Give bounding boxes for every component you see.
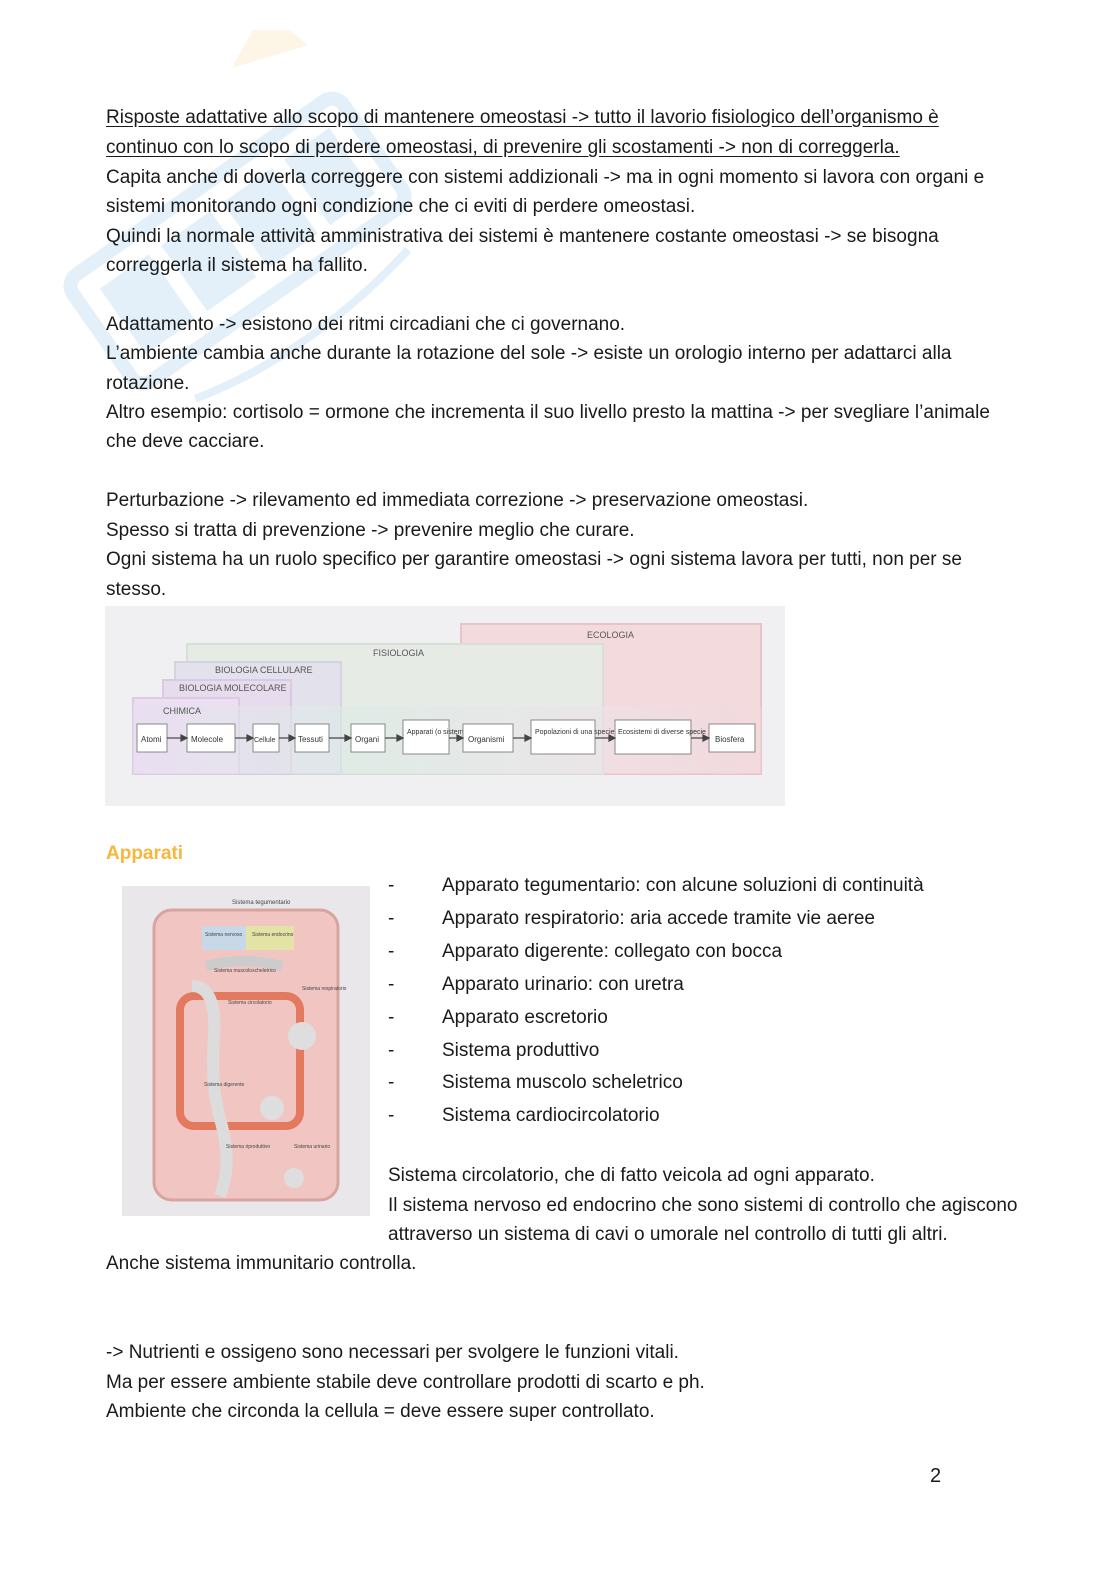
system-label: Sistema respiratorio — [302, 986, 347, 992]
list-dash: - — [388, 908, 395, 929]
level-label: ECOLOGIA — [587, 630, 634, 640]
list-dash: - — [388, 875, 395, 896]
node-label: Popolazioni di una specie — [535, 729, 614, 736]
list-dash: - — [388, 1040, 395, 1061]
level-label: BIOLOGIA CELLULARE — [215, 665, 313, 675]
list-item-text: Apparato digerente: collegato con bocca — [442, 941, 783, 962]
node-label: Apparati (o sistemi) — [407, 729, 467, 736]
paragraph-line: che deve cacciare. — [106, 431, 265, 452]
page-number: 2 — [930, 1465, 942, 1487]
system-label: Sistema endocrino — [252, 932, 294, 938]
node-label: Organismi — [468, 735, 505, 744]
node-label: Cellule — [254, 737, 276, 744]
paragraph-line: correggerla il sistema ha fallito. — [106, 255, 368, 276]
paragraph-line: Sistema circolatorio, che di fatto veico… — [388, 1165, 875, 1186]
list-item: - Apparato digerente: collegato con bocca — [388, 940, 782, 964]
paragraph-line: L’ambiente cambia anche durante la rotaz… — [106, 343, 952, 364]
list-dash: - — [388, 1105, 395, 1126]
section-heading: Apparati — [106, 843, 184, 864]
node-label: Tessuti — [298, 735, 323, 744]
level-label: FISIOLOGIA — [373, 648, 424, 658]
node-label: Biosfera — [715, 735, 745, 744]
paragraph-line: Capita anche di doverla correggere con s… — [106, 167, 985, 188]
list-item-text: Apparato respiratorio: aria accede trami… — [442, 908, 876, 929]
list-dash: - — [388, 1007, 395, 1028]
node-label: Atomi — [141, 735, 162, 744]
system-label: Sistema circolatorio — [228, 1000, 272, 1006]
level-label: CHIMICA — [163, 706, 201, 716]
node-label: Organi — [355, 735, 379, 744]
system-label: Sistema nervoso — [205, 932, 242, 938]
system-label: Sistema tegumentario — [232, 900, 291, 906]
paragraph-line: Risposte adattative allo scopo di manten… — [106, 107, 939, 128]
list-item: - Apparato urinario: con uretra — [388, 973, 684, 997]
biology-hierarchy-figure: ECOLOGIA FISIOLOGIA BIOLOGIA CELLULARE B… — [105, 606, 785, 806]
paragraph-line: Ambiente che circonda la cellula = deve … — [106, 1401, 655, 1422]
list-dash: - — [388, 941, 395, 962]
paragraph-line: Adattamento -> esistono dei ritmi circad… — [106, 314, 626, 335]
paragraph-line: Perturbazione -> rilevamento ed immediat… — [106, 490, 809, 511]
body-systems-figure: Sistema tegumentario Sistema nervoso Sis… — [122, 886, 370, 1216]
list-item: - Sistema cardiocircolatorio — [388, 1104, 660, 1128]
paragraph-line: Ogni sistema ha un ruolo specifico per g… — [106, 549, 962, 570]
paragraph-line: Spesso si tratta di prevenzione -> preve… — [106, 520, 635, 541]
paragraph-line: Altro esempio: cortisolo = ormone che in… — [106, 402, 990, 423]
paragraph-line: -> Nutrienti e ossigeno sono necessari p… — [106, 1342, 679, 1363]
list-item-text: Apparato escretorio — [442, 1007, 608, 1028]
list-item: - Apparato escretorio — [388, 1006, 608, 1030]
list-item: - Apparato tegumentario: con alcune soluz… — [388, 874, 924, 898]
paragraph-line: rotazione. — [106, 373, 190, 394]
list-item: - Sistema muscolo scheletrico — [388, 1071, 683, 1095]
level-label: BIOLOGIA MOLECOLARE — [179, 683, 287, 693]
list-item: - Sistema produttivo — [388, 1039, 599, 1063]
paragraph-line: Ma per essere ambiente stabile deve cont… — [106, 1372, 705, 1393]
node-label: Ecosistemi di diverse specie — [618, 729, 706, 736]
list-item-text: Sistema cardiocircolatorio — [442, 1105, 660, 1126]
list-item: - Apparato respiratorio: aria accede tram… — [388, 907, 875, 931]
system-label: Sistema urinario — [294, 1144, 330, 1150]
list-item-text: Apparato urinario: con uretra — [442, 974, 684, 995]
list-dash: - — [388, 1072, 395, 1093]
system-label: Sistema muscoloscheletrico — [214, 968, 276, 974]
paragraph-line: Quindi la normale attività amministrativ… — [106, 226, 939, 247]
system-label: Sistema digerente — [204, 1082, 245, 1088]
list-item-text: Apparato tegumentario: con alcune soluzi… — [442, 875, 924, 896]
system-label: Sistema riproduttivo — [226, 1144, 270, 1150]
paragraph-line: sistemi monitorando ogni condizione che … — [106, 196, 696, 217]
node-label: Molecole — [191, 735, 224, 744]
list-dash: - — [388, 974, 395, 995]
paragraph-line: Il sistema nervoso ed endocrino che sono… — [388, 1195, 1018, 1216]
paragraph-line: Anche sistema immunitario controlla. — [106, 1253, 417, 1274]
list-item-text: Sistema produttivo — [442, 1040, 600, 1061]
paragraph-line: attraverso un sistema di cavi o umorale … — [388, 1224, 948, 1245]
paragraph-line: stesso. — [106, 579, 167, 600]
paragraph-line: continuo con lo scopo di perdere omeosta… — [106, 137, 900, 158]
list-item-text: Sistema muscolo scheletrico — [442, 1072, 683, 1093]
